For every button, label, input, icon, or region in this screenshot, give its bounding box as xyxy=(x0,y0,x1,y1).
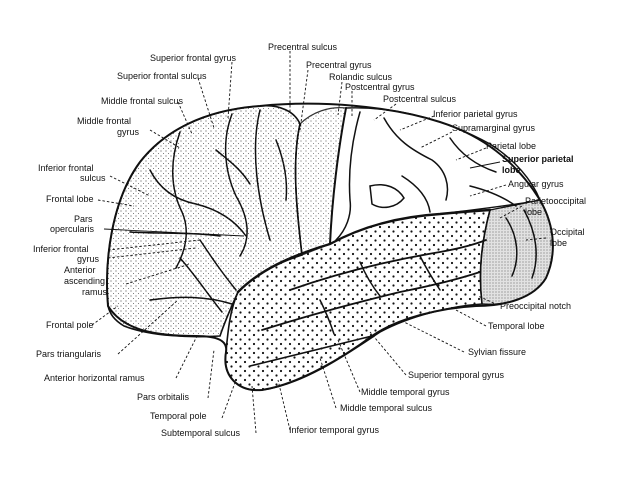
label-inferior-frontal-sulcus-1: Inferior frontal xyxy=(38,163,94,173)
label-rolandic-sulcus: Rolandic sulcus xyxy=(329,72,393,82)
label-precentral-sulcus: Precentral sulcus xyxy=(268,42,338,52)
label-subtemporal-sulcus: Subtemporal sulcus xyxy=(161,428,241,438)
label-temporal-pole: Temporal pole xyxy=(150,411,207,421)
label-superior-parietal-1: Superior parietal xyxy=(502,154,574,164)
leader-lines xyxy=(91,51,547,434)
label-frontal-lobe: Frontal lobe xyxy=(46,194,94,204)
label-occipital-lobe-2: lobe xyxy=(550,238,567,248)
label-occipital-lobe-1: Occipital xyxy=(550,227,585,237)
label-superior-parietal-2: lobe xyxy=(502,165,521,175)
label-parietooccipital-2: lobe xyxy=(525,207,542,217)
label-inferior-frontal-gyrus-2: gyrus xyxy=(77,254,100,264)
label-inferior-temporal-gyrus: Inferior temporal gyrus xyxy=(289,425,380,435)
label-preoccipital-notch: Preoccipital notch xyxy=(500,301,571,311)
brain-sulci xyxy=(129,107,537,367)
label-supramarginal-gyrus: Supramarginal gyrus xyxy=(452,123,536,133)
label-anterior-ascending-3: ramus xyxy=(82,287,108,297)
label-pars-opercularis-2: opercularis xyxy=(50,224,95,234)
label-inferior-frontal-sulcus-2: sulcus xyxy=(80,173,106,183)
label-superior-frontal-gyrus: Superior frontal gyrus xyxy=(150,53,237,63)
label-anterior-horizontal-ramus: Anterior horizontal ramus xyxy=(44,373,145,383)
label-superior-temporal-gyrus: Superior temporal gyrus xyxy=(408,370,505,380)
label-middle-frontal-gyrus-2: gyrus xyxy=(117,127,140,137)
label-superior-frontal-sulcus: Superior frontal sulcus xyxy=(117,71,207,81)
label-sylvian-fissure: Sylvian fissure xyxy=(468,347,526,357)
label-frontal-pole: Frontal pole xyxy=(46,320,94,330)
label-middle-frontal-gyrus-1: Middle frontal xyxy=(77,116,131,126)
label-temporal-lobe: Temporal lobe xyxy=(488,321,545,331)
label-parietal-lobe: Parietal lobe xyxy=(486,141,536,151)
label-pars-triangularis: Pars triangularis xyxy=(36,349,102,359)
labels: Precentral sulcus Superior frontal gyrus… xyxy=(33,42,586,438)
label-anterior-ascending-2: ascending xyxy=(64,276,105,286)
label-pars-orbitalis: Pars orbitalis xyxy=(137,392,190,402)
label-pars-opercularis-1: Pars xyxy=(74,214,93,224)
label-parietooccipital-1: Parietooccipital xyxy=(525,196,586,206)
label-postcentral-gyrus: Postcentral gyrus xyxy=(345,82,415,92)
label-middle-frontal-sulcus: Middle frontal sulcus xyxy=(101,96,184,106)
label-anterior-ascending-1: Anterior xyxy=(64,265,96,275)
label-middle-temporal-gyrus: Middle temporal gyrus xyxy=(361,387,450,397)
label-middle-temporal-sulcus: Middle temporal sulcus xyxy=(340,403,433,413)
label-inferior-parietal-gyrus: Inferior parietal gyrus xyxy=(433,109,518,119)
label-angular-gyrus: Angular gyrus xyxy=(508,179,564,189)
label-postcentral-sulcus: Postcentral sulcus xyxy=(383,94,457,104)
label-precentral-gyrus: Precentral gyrus xyxy=(306,60,372,70)
label-inferior-frontal-gyrus-1: Inferior frontal xyxy=(33,244,89,254)
